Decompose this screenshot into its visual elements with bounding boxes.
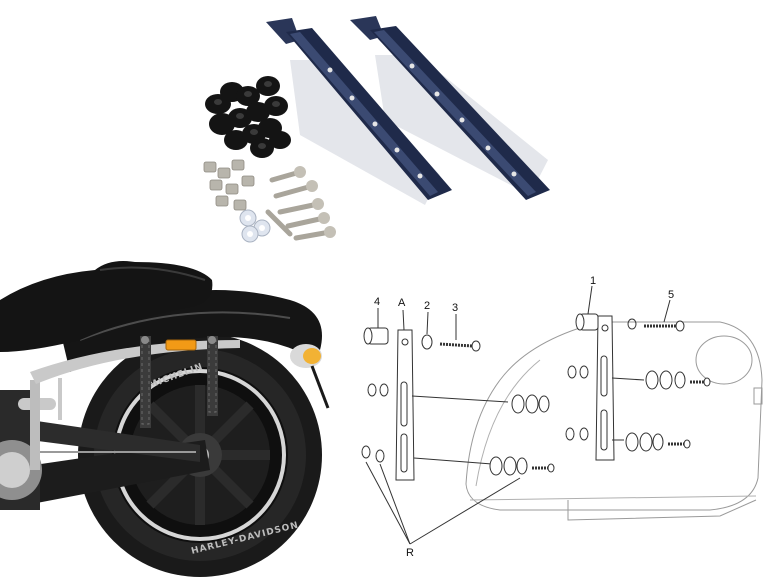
diagram-bracket-a — [395, 329, 415, 481]
tail-light — [290, 344, 330, 409]
installed-bracket — [140, 336, 218, 428]
callout-3: 3 — [452, 302, 458, 314]
callout-r: R — [406, 547, 414, 559]
callout-a: A — [398, 297, 406, 309]
engine-chrome — [0, 380, 56, 510]
hardware-bolts-nuts — [203, 159, 336, 243]
bracket-right — [350, 16, 550, 200]
motorcycle-photo: MICHELIN HARLEY-DAVIDSON — [0, 261, 330, 577]
diagram-spacer-4 — [363, 327, 389, 345]
seat — [0, 261, 213, 352]
swingarm — [0, 440, 210, 510]
diagram-washer-2 — [421, 334, 433, 350]
callout-leaders — [365, 285, 671, 545]
bracket-left — [266, 18, 452, 200]
diagram-bracket-1 — [595, 315, 615, 461]
chrome-rail — [30, 340, 240, 384]
diagram-left-hardware — [361, 383, 555, 476]
diagram-bolt-3 — [439, 340, 481, 352]
diagram-right-hardware — [565, 365, 711, 452]
diagram-bolt-5 — [627, 318, 685, 332]
callout-labels: 4 A 2 3 1 5 R — [374, 275, 674, 559]
callout-5: 5 — [668, 289, 674, 301]
saddlebag-outline — [465, 321, 763, 511]
callout-2: 2 — [424, 300, 430, 312]
exploded-diagram — [361, 285, 763, 545]
diagram-spacer-1 — [575, 313, 599, 331]
callout-1: 1 — [590, 275, 596, 287]
rubber-spacers — [205, 76, 291, 158]
callout-4: 4 — [374, 296, 380, 308]
mounting-kit-photo — [203, 16, 550, 243]
amber-reflector — [165, 339, 197, 351]
